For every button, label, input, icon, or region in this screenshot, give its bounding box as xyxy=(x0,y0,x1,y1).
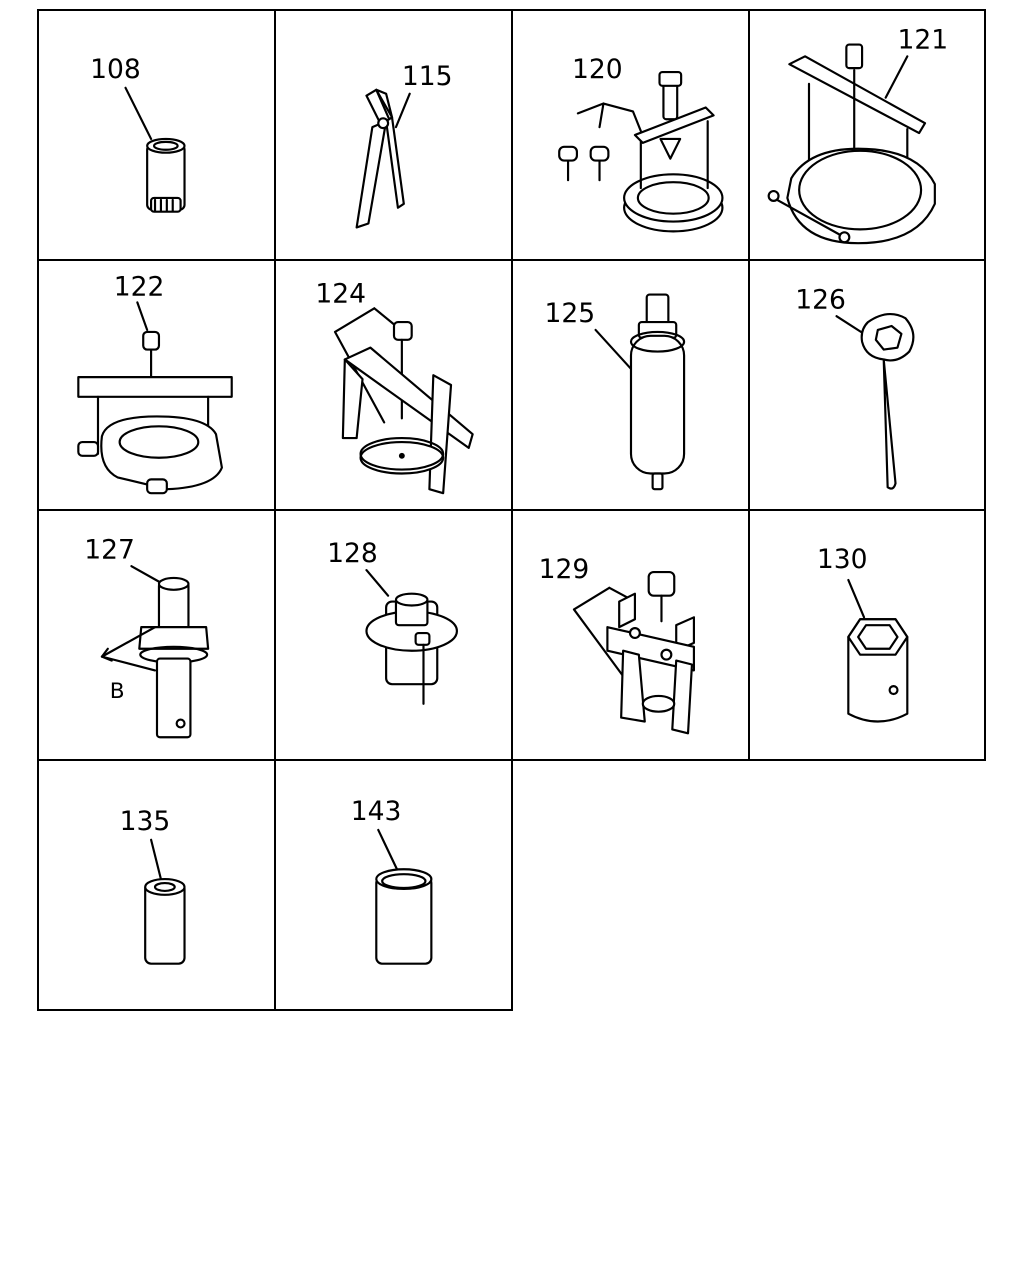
part-cell-124: 124 xyxy=(274,259,513,511)
cylinder-tool-icon: 125 xyxy=(544,293,686,491)
part-label-130: 130 xyxy=(817,544,868,575)
deep-socket-icon: 108 xyxy=(90,54,186,213)
part-label-121: 121 xyxy=(897,24,948,55)
part-label-122: 122 xyxy=(114,272,165,303)
part-cell-128: 128 xyxy=(274,509,513,761)
sleeve-icon: 135 xyxy=(120,806,186,965)
hex-wrench-icon: 126 xyxy=(795,284,915,490)
part-cell-127: 127 B xyxy=(37,509,276,761)
part-cell-122: 122 xyxy=(37,259,276,511)
hex-driver-tool-icon: 127 B xyxy=(84,534,210,739)
part-label-108: 108 xyxy=(90,54,141,85)
part-label-129: 129 xyxy=(539,554,590,585)
part-label-125: 125 xyxy=(544,298,595,329)
part-cell-129: 129 xyxy=(511,509,750,761)
pliers-icon: 115 xyxy=(355,61,453,229)
dimension-label-b: B xyxy=(110,679,125,704)
part-label-135: 135 xyxy=(120,806,171,837)
part-cell-121: 121 xyxy=(748,9,986,261)
press-tool-icon: 129 xyxy=(539,554,696,735)
part-label-124: 124 xyxy=(315,278,366,309)
part-cell-120: 120 xyxy=(511,9,750,261)
gear-puller-icon: 124 xyxy=(315,278,474,495)
part-cell-115: 115 xyxy=(274,9,513,261)
ring-puller-icon: 120 xyxy=(558,54,724,233)
part-label-127: 127 xyxy=(84,534,135,565)
part-cell-135: 135 xyxy=(37,759,276,1011)
part-label-126: 126 xyxy=(795,284,846,315)
part-cell-108: 108 xyxy=(37,9,276,261)
bushing-icon: 143 xyxy=(351,796,433,965)
part-label-120: 120 xyxy=(572,54,623,85)
part-label-143: 143 xyxy=(351,796,402,827)
bearing-splitter-icon: 122 xyxy=(77,272,233,495)
part-label-115: 115 xyxy=(402,61,453,92)
bearing-puller-icon: 121 xyxy=(767,24,948,245)
flange-tool-icon: 128 xyxy=(327,538,459,705)
part-cell-125: 125 xyxy=(511,259,750,511)
part-label-128: 128 xyxy=(327,538,378,569)
hex-socket-icon: 130 xyxy=(817,544,909,723)
part-cell-143: 143 xyxy=(274,759,513,1011)
part-cell-130: 130 xyxy=(748,509,986,761)
part-cell-126: 126 xyxy=(748,259,986,511)
